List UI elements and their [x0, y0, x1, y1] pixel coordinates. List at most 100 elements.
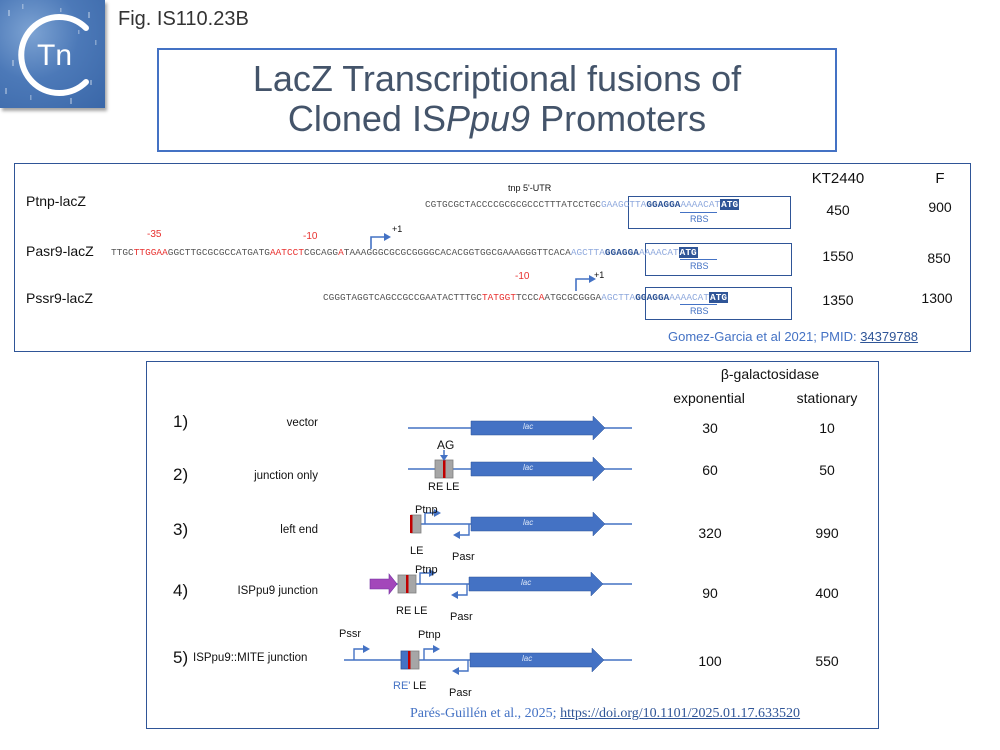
row-label-isppu9-mite-junction: ISPpu9::MITE junction — [193, 652, 308, 664]
lac-gene-arrow — [470, 456, 606, 482]
tss-plus1-label: +1 — [392, 224, 403, 234]
pssr-promoter-icon — [353, 648, 364, 660]
sequence-pasr9: TTGCTTGGAAGGCTTGCGCGCCATGATGAATCCTCGCAGG… — [111, 247, 698, 258]
construct-row-1 — [408, 415, 632, 441]
tss-arrow-icon — [575, 275, 596, 291]
value-row1-stationary: 10 — [819, 420, 835, 436]
doi-link[interactable]: https://doi.org/10.1101/2025.01.17.63352… — [560, 706, 801, 721]
rbs-box — [628, 196, 791, 229]
citation-gomez-garcia: Gomez-Garcia et al 2021; PMID: 34379788 — [668, 329, 919, 344]
rbs-underline — [680, 212, 717, 214]
ptnp-promoter-icon — [423, 648, 434, 660]
beta-galactosidase-header: β-galactosidase — [720, 366, 820, 382]
pmid-link[interactable]: 34379788 — [860, 329, 919, 344]
pasr-promoter-icon — [459, 524, 470, 536]
re-prime-label: RE' — [393, 680, 411, 692]
row-label-isppu9-junction: ISPpu9 junction — [237, 585, 318, 597]
minus10-label: -10 — [303, 231, 318, 242]
row-number-5: 5) — [173, 648, 189, 667]
value-row5-exponential: 100 — [698, 653, 722, 669]
value-row2-exponential: 60 — [702, 462, 718, 478]
value-row3-exponential: 320 — [698, 525, 722, 541]
lac-gene-arrow — [468, 571, 604, 597]
row-number-2: 2) — [173, 465, 189, 484]
rbs-box — [645, 287, 792, 320]
value-row4-exponential: 90 — [702, 585, 718, 601]
construct-name-ptnp: Ptnp-lacZ — [26, 193, 86, 209]
le-label: LE — [410, 545, 424, 557]
pasr-promoter-icon — [458, 660, 469, 672]
minus10-label: -10 — [515, 271, 530, 282]
figure-label: Fig. IS110.23B — [118, 8, 249, 30]
value-pssr9-kt2440: 1350 — [822, 292, 854, 308]
row-number-4: 4) — [173, 581, 189, 600]
isppu9-transposase-arrow — [369, 573, 398, 595]
row-label-left-end: left end — [280, 524, 318, 536]
value-row3-stationary: 990 — [815, 525, 839, 541]
construct-row-4 — [369, 569, 632, 599]
construct-diagrams — [344, 415, 632, 675]
rbs-underline — [680, 304, 717, 306]
value-row1-exponential: 30 — [702, 420, 718, 436]
lac-label: lac — [523, 518, 534, 527]
construct-row-5 — [344, 645, 632, 675]
title-box: LacZ Transcriptional fusions of Cloned I… — [157, 48, 837, 152]
junction-marker — [408, 651, 411, 669]
column-header-exponential: exponential — [673, 390, 745, 406]
lac-label: lac — [523, 463, 534, 472]
ag-arrow-icon — [440, 455, 448, 461]
utr-label: tnp 5'-UTR — [508, 183, 552, 193]
tss-arrow-icon — [370, 233, 391, 249]
construct-row-2 — [408, 450, 632, 482]
promoter-sequence-panel — [14, 163, 971, 352]
rbs-underline — [680, 259, 717, 261]
ptnp-label: Ptnp — [415, 564, 438, 576]
citation-pares-guillen: Parés-Guillén et al., 2025; https://doi.… — [410, 706, 801, 721]
fusion-constructs-panel — [146, 361, 879, 729]
row-label-vector: vector — [286, 417, 318, 429]
le-label: LE — [413, 680, 427, 692]
junction-marker — [406, 575, 409, 593]
column-header-stationary: stationary — [796, 390, 858, 406]
rbs-label: RBS — [690, 261, 709, 271]
column-header-kt2440: KT2440 — [811, 170, 865, 187]
pasr-promoter-icon — [457, 584, 468, 596]
le-label: LE — [446, 481, 460, 493]
minus35-label: -35 — [147, 229, 162, 240]
value-pssr9-f: 1300 — [921, 290, 953, 306]
ptnp-label: Ptnp — [415, 504, 438, 516]
re-label: RE — [428, 481, 444, 493]
pssr-label: Pssr — [339, 628, 361, 640]
junction-marker — [443, 460, 446, 478]
value-row4-stationary: 400 — [815, 585, 839, 601]
rbs-label: RBS — [690, 214, 709, 224]
construct-name-pssr9: Pssr9-lacZ — [26, 290, 93, 306]
tss-plus1-label: +1 — [594, 270, 605, 280]
sequence-ptnp: CGTGCGCTACCCCGCGCGCCCTTTATCCTGCGAAGCTTAG… — [425, 199, 740, 210]
pasr-label: Pasr — [450, 611, 473, 623]
ag-label: AG — [437, 438, 455, 452]
title-line-2: Cloned ISPpu9 Promoters — [287, 98, 707, 139]
lac-label: lac — [521, 578, 532, 587]
value-ptnp-kt2440: 450 — [826, 202, 850, 218]
le-label: LE — [414, 605, 428, 617]
le-box — [409, 650, 420, 670]
sequence-pssr9: CGGGTAGGTCAGCCGCCGAATACTTTGCTATGGTTCCCAA… — [323, 292, 729, 303]
ptnp-promoter-icon — [424, 512, 435, 524]
pasr-label: Pasr — [452, 551, 475, 563]
tn-logo-mark: Tn — [5, 4, 97, 104]
lac-label: lac — [522, 654, 533, 663]
lac-gene-arrow — [470, 415, 606, 441]
tn-logo: Tn — [0, 0, 105, 108]
rbs-box — [645, 243, 792, 276]
lac-gene-arrow — [470, 511, 606, 537]
ptnp-label: Ptnp — [418, 629, 441, 641]
row-number-1: 1) — [173, 412, 189, 431]
logo-text: Tn — [37, 39, 72, 72]
title-line-1: LacZ Transcriptional fusions of — [252, 58, 742, 99]
construct-row-3 — [410, 509, 632, 539]
row-label-junction-only: junction only — [254, 470, 318, 482]
le-end-marker — [410, 515, 413, 533]
value-pasr9-kt2440: 1550 — [822, 248, 854, 264]
column-header-f: F — [935, 170, 945, 187]
